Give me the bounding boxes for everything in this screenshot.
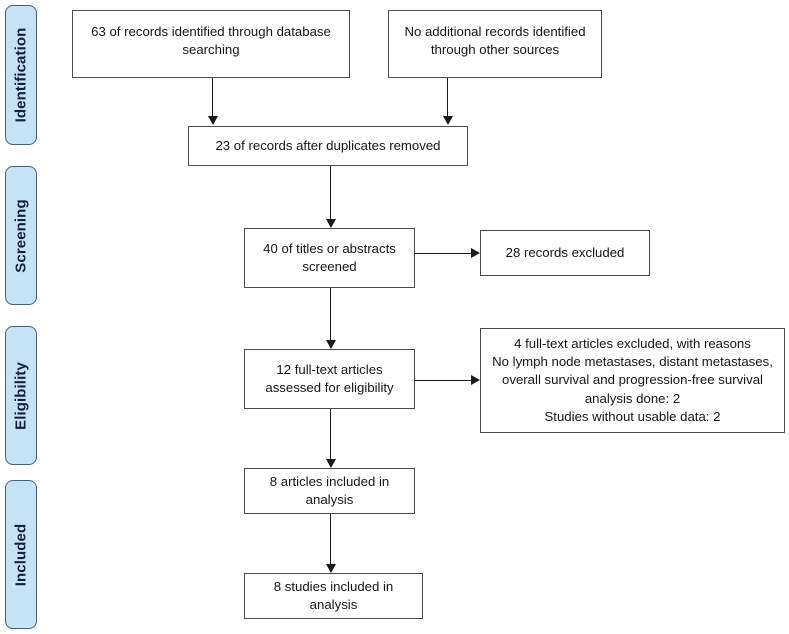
stage-label-included: Included (12, 523, 30, 586)
box-after-duplicates-text: 23 of records after duplicates removed (215, 137, 441, 153)
box-records-excluded-text: 28 records excluded (505, 244, 625, 260)
box-other-sources: No additional records identified through… (388, 10, 602, 78)
connector-fulltext-to-excluded (415, 380, 471, 381)
arrowhead-duplicates-to-screened (325, 219, 336, 228)
arrowhead-screened-to-fulltext (325, 340, 336, 349)
box-full-text-assessed: 12 full-text articles assessed for eligi… (244, 349, 415, 409)
box-full-text-excluded-text: 4 full-text articles excluded, with reas… (492, 335, 773, 424)
connector-screened-to-fulltext (330, 288, 331, 340)
stage-label-screening: Screening (12, 198, 30, 273)
arrowhead-fulltext-to-articles-included (325, 459, 336, 468)
stage-label-eligibility: Eligibility (12, 361, 30, 430)
connector-screened-to-excluded (415, 253, 471, 254)
box-screened: 40 of titles or abstracts screened (244, 228, 415, 288)
arrowhead-fulltext-to-excluded (471, 375, 480, 385)
box-database-search-text: 63 of records identified through databas… (91, 24, 331, 58)
box-studies-included: 8 studies included in analysis (244, 573, 423, 619)
arrowhead-database-search-to-duplicates (207, 116, 218, 125)
box-other-sources-text: No additional records identified through… (404, 24, 586, 58)
stage-tab-screening: Screening (5, 166, 37, 305)
box-articles-included: 8 articles included in analysis (244, 468, 415, 514)
box-studies-included-text: 8 studies included in analysis (273, 578, 394, 612)
stage-tab-eligibility: Eligibility (5, 326, 37, 465)
connector-database-search-to-duplicates (212, 78, 213, 116)
stage-tab-included: Included (5, 480, 37, 629)
arrowhead-other-sources-to-duplicates (442, 116, 453, 125)
box-after-duplicates: 23 of records after duplicates removed (188, 126, 468, 166)
stage-label-identification: Identification (12, 27, 30, 123)
box-database-search: 63 of records identified through databas… (72, 10, 350, 78)
box-records-excluded: 28 records excluded (480, 230, 650, 276)
box-articles-included-text: 8 articles included in analysis (269, 473, 390, 507)
stage-tab-identification: Identification (5, 5, 37, 145)
connector-other-sources-to-duplicates (447, 78, 448, 116)
connector-duplicates-to-screened (330, 166, 331, 219)
box-screened-text: 40 of titles or abstracts screened (263, 240, 396, 274)
box-full-text-excluded: 4 full-text articles excluded, with reas… (480, 328, 785, 433)
connector-articles-to-studies-included (330, 514, 331, 564)
connector-fulltext-to-articles-included (330, 409, 331, 459)
box-full-text-assessed-text: 12 full-text articles assessed for eligi… (265, 361, 394, 395)
arrowhead-screened-to-excluded (471, 248, 480, 258)
arrowhead-articles-to-studies-included (325, 564, 336, 573)
